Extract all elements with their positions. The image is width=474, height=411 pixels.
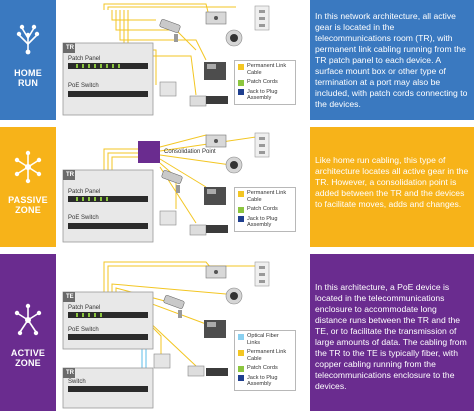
poe-switch-label: PoE Switch [68, 83, 99, 89]
patch-panel-label: Patch Panel [68, 305, 101, 311]
phone-icon [204, 320, 226, 338]
legend-swatch [238, 206, 244, 213]
access-point-icon [205, 11, 227, 25]
legend-swatch [238, 375, 244, 381]
cabling-diagram [62, 3, 270, 116]
legend-item: Jack to Plug Assembly [238, 375, 292, 388]
router-icon [206, 225, 228, 233]
legend-swatch [238, 349, 244, 356]
faceplate-icon [189, 224, 207, 236]
legend-item: Jack to Plug Assembly [238, 216, 292, 229]
tr-label: TR [66, 370, 74, 376]
poe-switch-graphic [68, 334, 148, 340]
poe-switch-graphic [68, 91, 148, 97]
legend-item: Patch Cords [238, 365, 292, 372]
legend-swatch [238, 216, 244, 222]
section-description: Like home run cabling, this type of arch… [310, 127, 474, 247]
switch-label: Switch [68, 379, 86, 385]
switch-graphic [68, 386, 148, 392]
cabling-diagram [62, 132, 270, 243]
security-camera-icon [159, 19, 181, 42]
tr-label: TR [66, 45, 74, 51]
speaker-icon [225, 29, 243, 47]
router-icon [206, 368, 228, 376]
tr-room-box [62, 169, 154, 243]
wall-plate-icon [254, 132, 270, 158]
legend: Permanent Link Cable Patch Cords Jack to… [234, 187, 296, 232]
passive-zone-diagram: Consolidation Point TR Patch Panel PoE S… [56, 127, 310, 247]
printer-icon [159, 210, 177, 226]
patch-panel-graphic [68, 312, 148, 318]
tr-label: TR [66, 172, 74, 178]
faceplate-icon [189, 95, 207, 107]
access-point-icon [205, 265, 227, 279]
legend-swatch [238, 365, 244, 372]
legend-swatch [238, 89, 244, 95]
te-label: TE [66, 294, 74, 300]
faceplate-icon [187, 365, 205, 377]
legend-item: Permanent Link Cable [238, 349, 292, 362]
phone-icon [204, 187, 226, 205]
router-icon [206, 96, 228, 104]
legend-item: Permanent Link Cable [238, 63, 292, 76]
legend-swatch [238, 63, 244, 70]
section-description: In this architecture, a PoE device is lo… [310, 254, 474, 411]
phone-icon [204, 62, 226, 80]
poe-switch-label: PoE Switch [68, 215, 99, 221]
te-enclosure-box [62, 291, 154, 350]
active-zone-diagram: TE Patch Panel PoE Switch TR Switch Opti… [56, 254, 310, 411]
patch-panel-label: Patch Panel [68, 56, 101, 62]
legend-item: Optical Fiber Links [238, 333, 292, 346]
security-camera-icon [163, 295, 185, 318]
access-point-icon [205, 134, 227, 148]
consolidation-point-graphic [138, 141, 160, 163]
security-camera-icon [161, 170, 183, 193]
legend-swatch [238, 333, 244, 340]
legend-swatch [238, 79, 244, 86]
legend-item: Permanent Link Cable [238, 190, 292, 203]
cabling-diagram [62, 261, 270, 409]
patch-panel-label: Patch Panel [68, 189, 101, 195]
legend-item: Patch Cords [238, 79, 292, 86]
speaker-icon [225, 156, 243, 174]
legend-swatch [238, 190, 244, 197]
speaker-icon [225, 287, 243, 305]
network-hub-icon [14, 303, 42, 336]
consolidation-point-label: Consolidation Point [164, 149, 216, 155]
network-star-icon [14, 150, 42, 184]
wall-plate-icon [254, 261, 270, 287]
wall-plate-icon [254, 5, 270, 31]
poe-switch-graphic [68, 223, 148, 229]
legend-item: Patch Cords [238, 206, 292, 213]
network-tree-icon [16, 24, 40, 55]
tr-room-box [62, 42, 154, 116]
printer-icon [159, 81, 177, 97]
printer-icon [153, 353, 171, 369]
legend: Optical Fiber Links Permanent Link Cable… [234, 330, 296, 391]
home-run-diagram: TR Patch Panel PoE Switch Permanent Link… [56, 0, 310, 120]
poe-switch-label: PoE Switch [68, 327, 99, 333]
legend: Permanent Link Cable Patch Cords Jack to… [234, 60, 296, 105]
section-description: In this network architecture, all active… [310, 0, 474, 120]
legend-item: Jack to Plug Assembly [238, 89, 292, 102]
